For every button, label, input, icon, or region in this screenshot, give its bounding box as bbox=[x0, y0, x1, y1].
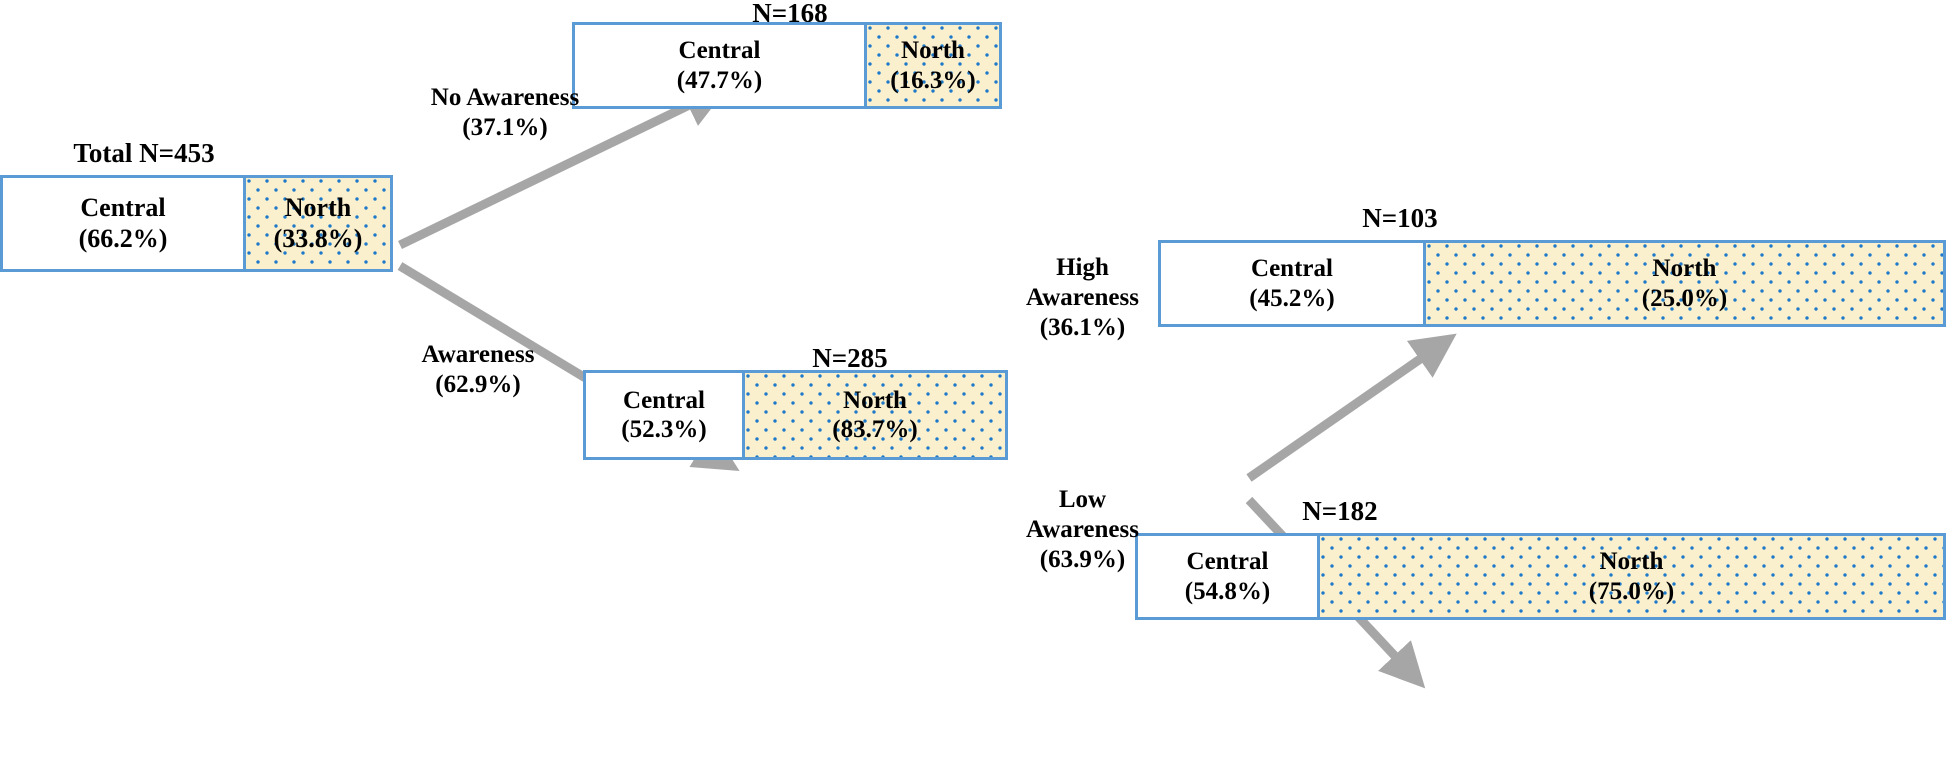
edge-label-low-awareness-line3: (63.9%) bbox=[1039, 546, 1126, 573]
node-root-central-percent: (66.2%) bbox=[78, 223, 168, 253]
node-low-awareness-central-label: Central bbox=[1186, 548, 1269, 575]
edge-label-low-awareness: Low Awareness (63.9%) bbox=[975, 485, 1190, 575]
edge-label-low-awareness-line1: Low bbox=[1058, 486, 1107, 513]
edge-label-awareness-line1: Awareness bbox=[421, 341, 535, 368]
node-high-awareness-north-percent: (25.0%) bbox=[1641, 284, 1728, 312]
node-high-awareness-central-label: Central bbox=[1251, 255, 1333, 282]
node-root: Central (66.2%) North (33.8%) bbox=[0, 175, 396, 272]
edge-label-high-awareness: High Awareness (36.1%) bbox=[975, 253, 1190, 343]
root-node-caption: Total N=453 bbox=[73, 138, 215, 168]
node-low-awareness-north-percent: (75.0%) bbox=[1588, 577, 1675, 605]
node-awareness: Central (52.3%) North (83.7%) bbox=[583, 370, 1008, 460]
node-high-awareness-central-segment: Central (45.2%) bbox=[1158, 240, 1426, 327]
node-no-awareness-north-segment: North (16.3%) bbox=[864, 22, 1002, 109]
node-no-awareness: Central (47.7%) North (16.3%) bbox=[572, 22, 1002, 109]
node-awareness-north-segment: North (83.7%) bbox=[742, 370, 1008, 460]
node-low-awareness-caption: N=182 bbox=[1302, 496, 1378, 526]
edge-label-no-awareness-line2: (37.1%) bbox=[462, 114, 548, 141]
node-no-awareness-central-segment: Central (47.7%) bbox=[572, 22, 867, 109]
edge-label-high-awareness-line1: High bbox=[1056, 254, 1109, 281]
edge-label-awareness-line2: (62.9%) bbox=[435, 371, 521, 398]
node-awareness-north-percent: (83.7%) bbox=[832, 416, 918, 443]
node-root-north-segment: North (33.8%) bbox=[243, 175, 393, 272]
node-low-awareness-central-percent: (54.8%) bbox=[1184, 577, 1271, 605]
node-no-awareness-central-percent: (47.7%) bbox=[676, 66, 763, 94]
node-root-north-percent: (33.8%) bbox=[273, 223, 363, 253]
node-no-awareness-north-label: North bbox=[901, 37, 965, 64]
node-high-awareness-north-label: North bbox=[1652, 255, 1717, 282]
node-awareness-central-percent: (52.3%) bbox=[621, 416, 707, 443]
node-root-north-label: North bbox=[284, 192, 352, 222]
node-high-awareness: Central (45.2%) North (25.0%) bbox=[1158, 240, 1946, 327]
arrow-awareness-to-high bbox=[1246, 333, 1457, 482]
node-low-awareness-central-segment: Central (54.8%) bbox=[1135, 533, 1320, 620]
node-root-central-label: Central bbox=[80, 192, 166, 222]
node-high-awareness-north-segment: North (25.0%) bbox=[1423, 240, 1946, 327]
edge-label-low-awareness-line2: Awareness bbox=[1026, 516, 1139, 543]
node-awareness-central-segment: Central (52.3%) bbox=[583, 370, 745, 460]
edge-label-high-awareness-line2: Awareness bbox=[1026, 284, 1139, 311]
node-low-awareness: Central (54.8%) North (75.0%) bbox=[1135, 533, 1946, 620]
node-awareness-north-label: North bbox=[843, 386, 907, 414]
node-awareness-central-label: Central bbox=[623, 386, 705, 414]
edge-label-awareness: Awareness (62.9%) bbox=[368, 340, 588, 400]
edge-label-high-awareness-line3: (36.1%) bbox=[1039, 314, 1126, 341]
node-no-awareness-central-label: Central bbox=[678, 37, 761, 64]
node-awareness-caption: N=285 bbox=[812, 343, 888, 373]
node-high-awareness-central-percent: (45.2%) bbox=[1249, 284, 1335, 312]
node-low-awareness-north-label: North bbox=[1599, 548, 1664, 575]
node-high-awareness-caption: N=103 bbox=[1362, 203, 1438, 233]
edge-label-no-awareness-line1: No Awareness bbox=[430, 84, 580, 111]
edge-label-no-awareness: No Awareness (37.1%) bbox=[375, 83, 635, 143]
node-no-awareness-north-percent: (16.3%) bbox=[890, 66, 976, 94]
node-root-central-segment: Central (66.2%) bbox=[0, 175, 246, 272]
node-low-awareness-north-segment: North (75.0%) bbox=[1317, 533, 1946, 620]
